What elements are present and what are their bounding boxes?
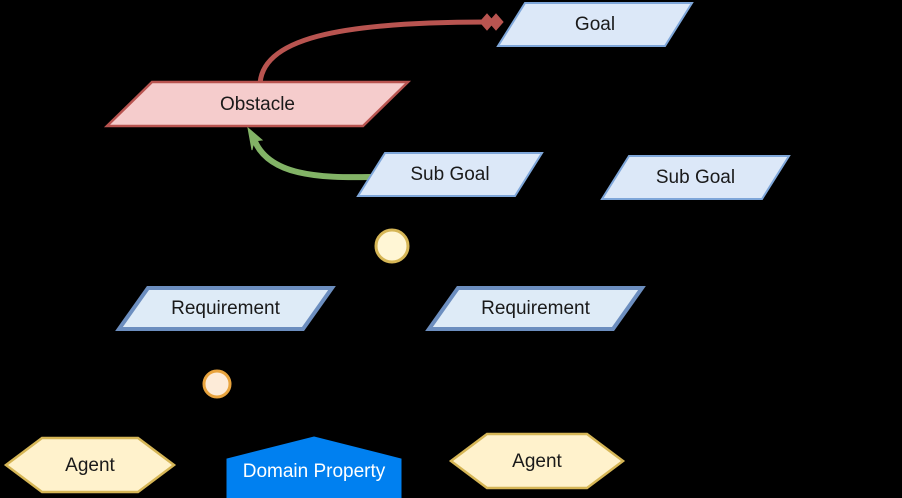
node-sub-goal-left[interactable]: Sub Goal bbox=[356, 152, 544, 197]
node-domain-property[interactable]: Domain Property bbox=[226, 436, 402, 498]
node-agent-right[interactable]: Agent bbox=[448, 432, 626, 490]
obstruction-link-path bbox=[257, 19, 490, 91]
domain-property-shape bbox=[226, 436, 402, 498]
requirement-shape bbox=[425, 286, 646, 331]
sub-goal-shape bbox=[356, 152, 544, 197]
refinement-circle-shape bbox=[202, 369, 232, 399]
goal-shape bbox=[496, 1, 694, 47]
node-requirement-right[interactable]: Requirement bbox=[425, 286, 646, 331]
agent-hexagon-shape bbox=[448, 432, 626, 490]
node-requirement-left[interactable]: Requirement bbox=[115, 286, 336, 331]
node-sub-goal-right-label: Sub Goal bbox=[655, 167, 736, 188]
node-sub-goal-right[interactable]: Sub Goal bbox=[600, 155, 791, 200]
node-requirement-right-label: Requirement bbox=[481, 298, 590, 319]
resolution-link-path bbox=[251, 136, 373, 181]
node-refinement-circle-small[interactable] bbox=[202, 369, 232, 399]
node-requirement-left-label: Requirement bbox=[171, 298, 280, 319]
node-agent-right-label: Agent bbox=[512, 450, 562, 472]
node-agent-left-label: Agent bbox=[65, 454, 115, 476]
refinement-circle-shape bbox=[374, 228, 410, 264]
node-domain-property-label: Domain Property bbox=[242, 461, 386, 482]
node-refinement-circle-large[interactable] bbox=[374, 228, 410, 264]
requirement-shape bbox=[115, 286, 336, 331]
node-sub-goal-left-label: Sub Goal bbox=[410, 164, 490, 185]
sub-goal-shape bbox=[600, 155, 791, 200]
node-obstacle-label: Obstacle bbox=[220, 93, 295, 115]
node-agent-left[interactable]: Agent bbox=[3, 436, 177, 494]
obstacle-shape bbox=[103, 80, 412, 128]
node-obstacle[interactable]: Obstacle bbox=[103, 80, 412, 128]
node-goal-label: Goal bbox=[574, 14, 616, 35]
resolution-link-marker bbox=[247, 126, 264, 151]
agent-hexagon-shape bbox=[3, 436, 177, 494]
node-goal[interactable]: Goal bbox=[496, 1, 694, 47]
